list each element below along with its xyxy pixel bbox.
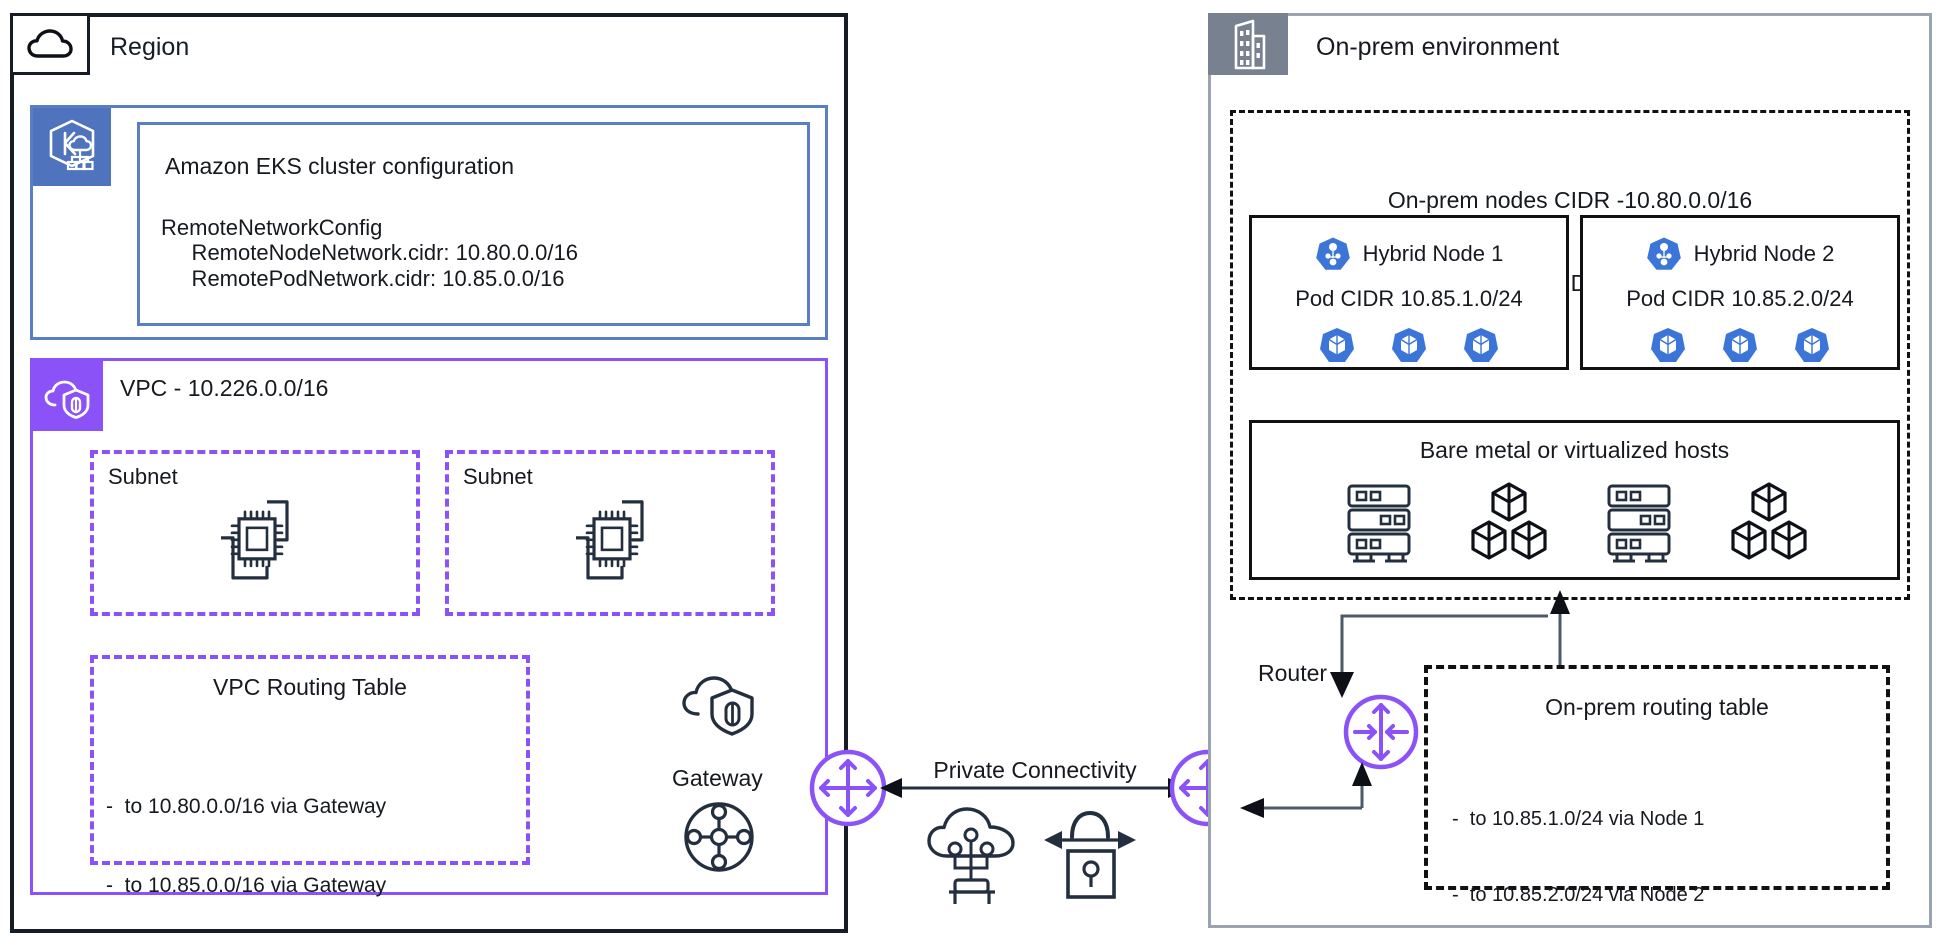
vpc-route-item: - to 10.80.0.0/16 via Gateway [106, 795, 387, 819]
vpn-lock-icon [1038, 795, 1142, 905]
eks-remote-network-config: RemoteNetworkConfig RemoteNodeNetwork.ci… [161, 215, 578, 291]
vpc-gateway-label: Gateway [672, 765, 763, 791]
pod-icon [1651, 328, 1685, 362]
pod-icon [1392, 328, 1426, 362]
server-rack-icon [1347, 484, 1410, 563]
pod-icon [1320, 328, 1354, 362]
pod-icon [1795, 328, 1829, 362]
corporate-datacenter-icon [1234, 19, 1266, 70]
subnet-label-2: Subnet [463, 464, 533, 489]
subnet-box-1: Subnet [90, 450, 420, 616]
pods-row-2 [1583, 326, 1897, 364]
cloud-shield-icon [680, 668, 758, 744]
onprem-nodes-cidr: On-prem nodes CIDR -10.80.0.0/16 [1387, 186, 1753, 213]
private-connectivity-label: Private Connectivity [933, 757, 1137, 783]
direct-connect-cloud-icon [925, 800, 1021, 910]
hybrid-node-cidr-2: Pod CIDR 10.85.2.0/24 [1626, 286, 1854, 311]
hybrid-node-name-1: Hybrid Node 1 [1362, 241, 1504, 266]
eks-config-title: Amazon EKS cluster configuration [165, 153, 515, 179]
vpc-routing-table-box [90, 655, 530, 865]
onprem-routing-table-routes: - to 10.85.1.0/24 via Node 1 - to 10.85.… [1452, 762, 1814, 942]
network-hub-icon [682, 800, 756, 874]
vpc-icon-badge [33, 361, 103, 431]
vpc-route-item: - to 10.85.0.0/16 via Gateway [106, 873, 387, 897]
kubernetes-node-icon [1646, 237, 1681, 270]
cloud-region-icon [27, 29, 73, 58]
onprem-route-item: - to 10.85.2.0/24 via Node 2 [1452, 884, 1705, 906]
vpc-routing-table-routes: - to 10.80.0.0/16 via Gateway - to 10.85… [106, 747, 386, 942]
onprem-title: On-prem environment [1316, 33, 1560, 61]
router-label: Router [1258, 660, 1328, 686]
onprem-routing-table-box [1424, 665, 1890, 890]
region-icon-badge [10, 13, 90, 75]
vpc-routing-table-title: VPC Routing Table [213, 674, 407, 700]
region-title: Region [110, 33, 190, 61]
onprem-route-item: - to 10.85.1.0/24 via Node 1 [1452, 808, 1705, 830]
router-to-hosts-arrow [1540, 588, 1580, 668]
containers-icon [1470, 482, 1547, 560]
hybrid-node-box-1: Hybrid Node 1 Pod CIDR 10.85.1.0/24 [1249, 215, 1569, 370]
pods-row-1 [1252, 326, 1566, 364]
eks-config-inner-box [137, 122, 810, 326]
pod-icon [1723, 328, 1757, 362]
ec2-instances-icon [209, 492, 301, 588]
onprem-routing-table-title: On-prem routing table [1545, 694, 1769, 720]
vpc-shield-cloud-icon [44, 380, 90, 419]
vpc-title: VPC - 10.226.0.0/16 [120, 375, 329, 401]
vpc-gateway-connector [808, 748, 888, 828]
router-connector [1342, 693, 1420, 771]
bare-metal-hosts-title: Bare metal or virtualized hosts [1419, 437, 1730, 463]
amazon-eks-icon [49, 119, 95, 171]
subnet-label-1: Subnet [108, 464, 178, 489]
subnet-box-2: Subnet [445, 450, 775, 616]
hosts-to-router-arrow [1320, 610, 1550, 700]
router-to-gateway-arrow [1240, 760, 1380, 820]
ec2-instances-icon [564, 492, 656, 588]
hybrid-node-name-2: Hybrid Node 2 [1693, 241, 1835, 266]
four-way-arrow-icon [809, 749, 887, 827]
hybrid-node-cidr-1: Pod CIDR 10.85.1.0/24 [1295, 286, 1523, 311]
hybrid-node-box-2: Hybrid Node 2 Pod CIDR 10.85.2.0/24 [1580, 215, 1900, 370]
server-rack-icon [1607, 484, 1670, 563]
containers-icon [1730, 482, 1807, 560]
pod-icon [1464, 328, 1498, 362]
router-arrows-icon [1343, 694, 1419, 770]
kubernetes-node-icon [1315, 237, 1350, 270]
onprem-icon-badge [1208, 13, 1288, 75]
eks-icon-badge [33, 108, 111, 186]
bare-metal-hosts-icons [1249, 480, 1900, 564]
